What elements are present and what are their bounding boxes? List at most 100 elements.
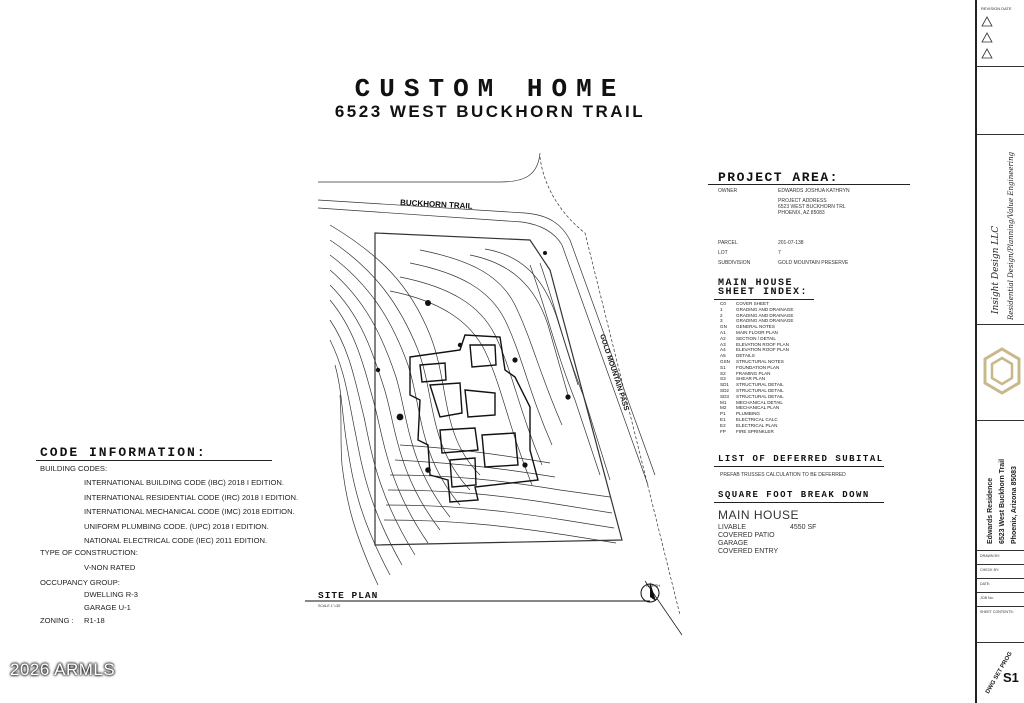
occupancy-value-2: GARAGE U-1 <box>84 603 131 612</box>
building-code-item: INTERNATIONAL BUILDING CODE (IBC) 2018 I… <box>84 478 285 487</box>
subdivision-value: GOLD MOUNTAIN PRESERVE <box>778 260 849 266</box>
sheet-index-desc: GRADING AND DRAINAGE <box>736 312 794 318</box>
sheet-index-row: M2 MECHANICAL PLAN <box>720 405 820 411</box>
sheet-index-desc: ELECTRICAL PLAN <box>736 422 778 428</box>
sheet-index-row: E2 ELECTRICAL PLAN <box>720 423 820 429</box>
sheet-index-desc: GRADING AND DRAINAGE <box>736 318 794 324</box>
sheet-index-code: A4 <box>720 347 726 353</box>
firm-tagline: Residential Design/Planning/Value Engine… <box>1007 151 1015 320</box>
date-label: DATE: <box>980 582 991 586</box>
sheet-index-desc: SHEAR PLAN <box>736 376 766 382</box>
sheet-index-row: S3 SHEAR PLAN <box>720 376 820 382</box>
sheet-index-row: S1 FOUNDATION PLAN <box>720 365 820 371</box>
building-code-item: NATIONAL ELECTRICAL CODE (IEC) 2011 EDIT… <box>84 536 268 545</box>
project-name: Edwards Residence <box>987 477 994 544</box>
sheet-index-desc: STRUCTURAL NOTES <box>736 358 784 364</box>
zoning-value: R1-18 <box>84 616 105 625</box>
sheet-index-row: P1 PLUMBING <box>720 411 820 417</box>
sheet-address: 6523 WEST BUCKHORN TRAIL <box>334 102 646 121</box>
deferred-heading: LIST OF DEFERRED SUBITAL <box>718 454 884 464</box>
project-address1: 6523 West Buckhorn Trail <box>999 458 1006 544</box>
sheet-index-heading2: SHEET INDEX: <box>718 287 809 298</box>
sheet-index-code: P1 <box>720 411 726 417</box>
square-foot-label: LIVABLE <box>718 524 746 531</box>
square-foot-value: 4550 SF <box>790 524 817 531</box>
square-foot-label: GARAGE <box>718 540 748 547</box>
house-footprint <box>409 334 539 503</box>
sheet-index-code: E2 <box>720 422 726 428</box>
construction-value: V-NON RATED <box>84 563 136 572</box>
sheet-index-row: GSN STRUCTURAL NOTES <box>720 359 820 365</box>
lot-label: LOT <box>718 250 728 256</box>
firm-name: Insight Design LLC <box>991 225 1001 314</box>
site-plan-scale: SCALE 1"=30' <box>318 604 341 608</box>
project-address-label: PROJECT ADDRESS <box>778 198 827 204</box>
sheet-index-desc: MAIN FLOOR PLAN <box>736 329 778 335</box>
sheet-index-code: GSN <box>720 358 730 364</box>
square-foot-row: LIVABLE 4550 SF <box>718 524 838 532</box>
watermark: 2026 ARMLS <box>10 660 116 679</box>
street-label: BUCKHORN TRAIL <box>400 198 473 211</box>
building-code-item: INTERNATIONAL RESIDENTIAL CODE (IRC) 201… <box>84 492 299 502</box>
drawn-by-label: DRAWN BY: <box>980 554 1001 558</box>
sheet-index-desc: PLUMBING <box>736 411 760 417</box>
sheet-index-code: S3 <box>720 376 726 382</box>
firm-logo-icon <box>983 347 1021 395</box>
lot-value: 7 <box>778 250 781 256</box>
subdivision-label: SUBDIVISION <box>718 260 751 266</box>
site-plan-caption: SITE PLAN <box>318 590 378 601</box>
building-code-item: INTERNATIONAL MECHANICAL CODE (IMC) 2018… <box>84 507 295 516</box>
sheet-index-heading1: MAIN HOUSE <box>718 278 794 289</box>
check-by-label: CHECK BY: <box>980 568 1000 572</box>
sheet-index-code: M2 <box>720 405 727 411</box>
construction-label: TYPE OF CONSTRUCTION: <box>40 548 138 557</box>
sheet-index-row: 3 GRADING AND DRAINAGE <box>720 318 820 324</box>
sheet-index-desc: FOUNDATION PLAN <box>736 364 780 370</box>
sheet-index-code: C0 <box>720 301 726 306</box>
project-address2: Phoenix, Arizona 85083 <box>1011 466 1018 544</box>
sheet-index-desc: FIRE SPRINKLER <box>736 428 774 434</box>
square-foot-label: COVERED ENTRY <box>718 548 779 555</box>
sheet-contents-label: SHEET CONTENTS: <box>980 610 1014 614</box>
sheet-index-code: SD2 <box>720 387 729 393</box>
sheet-index-code: A3 <box>720 341 726 347</box>
sheet-index-code: M1 <box>720 399 727 405</box>
zoning-label: ZONING : <box>40 616 74 625</box>
side-street-label: GOLD MOUNTAIN PASS <box>598 333 629 411</box>
project-address-line2: PHOENIX, AZ 85083 <box>778 210 825 216</box>
revision-label: REVISION DATE <box>981 6 1012 11</box>
sheet-title: CUSTOM HOME <box>354 74 626 104</box>
occupancy-label: OCCUPANCY GROUP: <box>40 578 120 587</box>
job-label: JOB No: <box>980 596 994 600</box>
sheet-index-code: S1 <box>720 364 726 370</box>
parcel-label: PARCEL <box>718 240 738 246</box>
deferred-item: PREFAB TRUSSES CALCULATION TO BE DEFERRE… <box>720 472 846 478</box>
sheet-index-code: A2 <box>720 335 726 341</box>
sheet-index-desc: GRADING AND DRAINAGE <box>736 306 794 312</box>
sheet-index-code: S2 <box>720 370 726 376</box>
sheet-index-desc: STRUCTURAL DETAIL <box>736 393 784 399</box>
sheet-index-desc: ELEVATION ROOF PLAN <box>736 347 789 353</box>
codes-list: INTERNATIONAL BUILDING CODE (IBC) 2018 I… <box>84 476 298 549</box>
sheet-index-code: A5 <box>720 353 726 359</box>
sheet-index-code: E1 <box>720 416 726 422</box>
owner-label: OWNER <box>718 188 738 194</box>
sheet-index-desc: MECHANICAL PLAN <box>736 405 780 411</box>
sheet-index-code: FP <box>720 428 726 434</box>
north-arrow-icon <box>640 580 683 636</box>
title-block: REVISION DATE Insight Design LLC Residen… <box>975 0 1024 703</box>
sheet-index-code: 2 <box>720 312 723 318</box>
sheet-index-code: 3 <box>720 318 723 324</box>
square-foot-subheading: MAIN HOUSE <box>718 508 800 522</box>
